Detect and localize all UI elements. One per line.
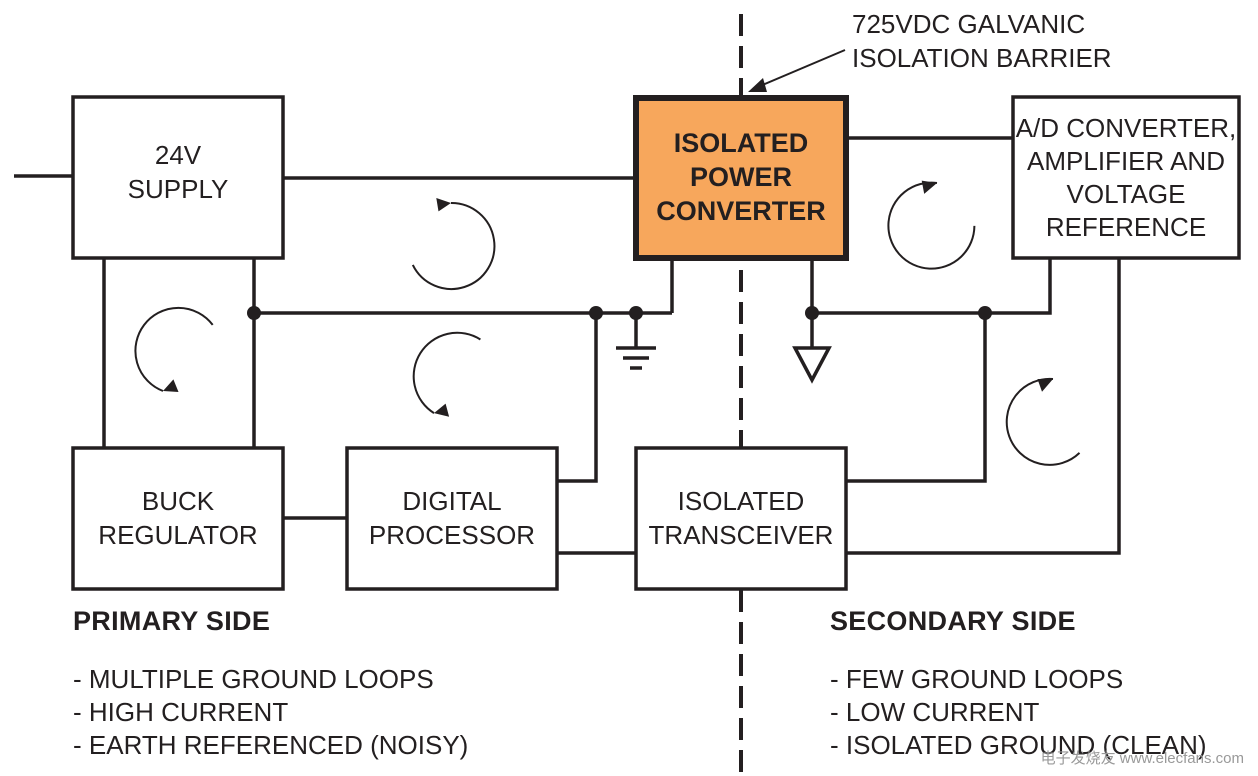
junction-dot bbox=[589, 306, 603, 320]
ground-loop-icon bbox=[887, 180, 976, 270]
adc-label-line-1: A/D CONVERTER, bbox=[1016, 113, 1237, 143]
list-item: - ISOLATED GROUND (CLEAN) bbox=[830, 730, 1207, 760]
isolated-transceiver-block: ISOLATED TRANSCEIVER bbox=[634, 446, 848, 591]
barrier-pointer-arrowhead bbox=[748, 78, 767, 92]
adc-label-line-2: AMPLIFIER AND bbox=[1027, 146, 1225, 176]
barrier-label-line-1: 725VDC GALVANIC bbox=[852, 9, 1085, 39]
adc-label-line-4: REFERENCE bbox=[1046, 212, 1206, 242]
list-item: - LOW CURRENT bbox=[830, 697, 1040, 727]
junction-dot bbox=[629, 306, 643, 320]
power-converter-label-line-2: POWER bbox=[690, 162, 792, 192]
barrier-label-line-2: ISOLATION BARRIER bbox=[852, 43, 1112, 73]
list-item: - HIGH CURRENT bbox=[73, 697, 289, 727]
secondary-side-title: SECONDARY SIDE bbox=[830, 606, 1076, 636]
supply-label-line-1: 24V bbox=[155, 140, 202, 170]
processor-label-line-1: DIGITAL bbox=[402, 486, 501, 516]
transceiver-label-line-1: ISOLATED bbox=[678, 486, 805, 516]
secondary-side-list: - FEW GROUND LOOPS - LOW CURRENT - ISOLA… bbox=[830, 663, 1207, 762]
adc-block: A/D CONVERTER, AMPLIFIER AND VOLTAGE REF… bbox=[1011, 95, 1241, 260]
list-item: - FEW GROUND LOOPS bbox=[830, 664, 1124, 694]
transceiver-label-line-2: TRANSCEIVER bbox=[649, 520, 834, 550]
buck-regulator-block: BUCK REGULATOR bbox=[71, 446, 285, 591]
list-item: - EARTH REFERENCED (NOISY) bbox=[73, 730, 469, 760]
isolated-ground-icon bbox=[792, 346, 832, 384]
primary-side-list: - MULTIPLE GROUND LOOPS - HIGH CURRENT -… bbox=[73, 663, 468, 762]
junction-dot bbox=[978, 306, 992, 320]
earth-ground-icon bbox=[616, 346, 656, 370]
digital-processor-block: DIGITAL PROCESSOR bbox=[345, 446, 559, 591]
isolated-power-converter-block: ISOLATED POWER CONVERTER bbox=[633, 95, 849, 261]
ground-loop-icon bbox=[411, 198, 496, 290]
supply-label-line-2: SUPPLY bbox=[128, 174, 229, 204]
list-item: - MULTIPLE GROUND LOOPS bbox=[73, 664, 434, 694]
junction-dot bbox=[805, 306, 819, 320]
watermark: 电子发烧友 www.elecfans.com bbox=[1040, 750, 1244, 767]
adc-label-line-3: VOLTAGE bbox=[1067, 179, 1186, 209]
buck-label-line-1: BUCK bbox=[142, 486, 215, 516]
ground-loop-icon bbox=[1005, 377, 1081, 466]
processor-label-line-2: PROCESSOR bbox=[369, 520, 535, 550]
barrier-pointer-line bbox=[759, 49, 846, 87]
buck-label-line-2: REGULATOR bbox=[98, 520, 257, 550]
power-converter-label-line-1: ISOLATED bbox=[674, 128, 809, 158]
junction-dot bbox=[247, 306, 261, 320]
primary-side-title: PRIMARY SIDE bbox=[73, 606, 271, 636]
wires bbox=[14, 136, 1121, 555]
ground-loop-icon bbox=[134, 306, 214, 392]
ground-loop-icon bbox=[412, 331, 481, 417]
supply-block: 24V SUPPLY bbox=[71, 95, 285, 260]
power-converter-label-line-3: CONVERTER bbox=[656, 196, 826, 226]
